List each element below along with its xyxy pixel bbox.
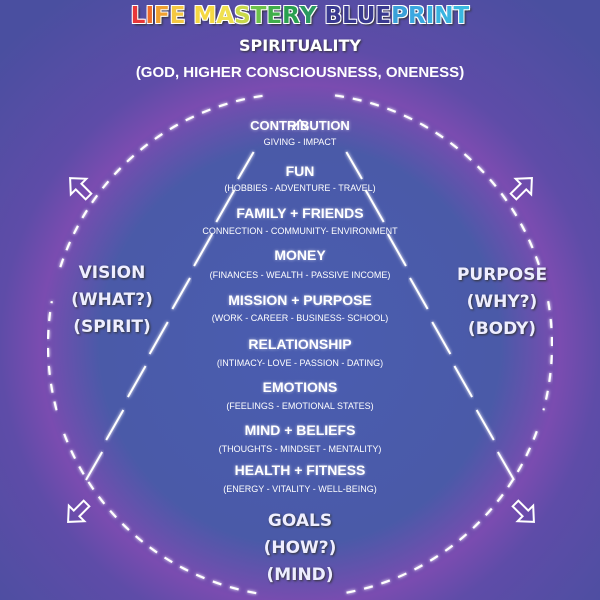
arrow-up-left-icon-shape bbox=[69, 177, 93, 201]
goals-title: GOALS bbox=[267, 511, 333, 531]
purpose-question: (WHY?) bbox=[466, 292, 538, 312]
level-title: MIND + BELIEFS bbox=[244, 422, 356, 438]
spirituality-subtitle: (GOD, HIGHER CONSCIOUSNESS, ONENESS) bbox=[135, 64, 465, 81]
vision-label: VISION (WHAT?) (SPIRIT) bbox=[62, 260, 162, 341]
goals-aspect: (MIND) bbox=[266, 565, 334, 585]
title-letter: P bbox=[391, 3, 408, 29]
title-letter: I bbox=[425, 3, 435, 29]
purpose-label: PURPOSE (WHY?) (BODY) bbox=[452, 262, 552, 343]
arrow-down-right-icon-shape bbox=[511, 499, 535, 523]
pyramid-left-edge bbox=[193, 233, 214, 267]
level-title: MONEY bbox=[274, 247, 326, 263]
purpose-aspect: (BODY) bbox=[467, 319, 537, 339]
pyramid-right-edge bbox=[496, 451, 515, 481]
pyramid-left-edge bbox=[171, 277, 191, 310]
title-letter: N bbox=[434, 3, 454, 29]
title-letter: F bbox=[154, 3, 170, 29]
title-letter: E bbox=[266, 3, 283, 29]
level-subtitle: (ENERGY - VITALITY - WELL-BEING) bbox=[223, 484, 377, 494]
page-title: LIFE MASTERY BLUEPRINT bbox=[0, 3, 600, 29]
arrow-down-right-icon bbox=[511, 499, 535, 523]
pyramid-left-edge bbox=[85, 451, 104, 481]
arrow-down-left-icon bbox=[67, 499, 91, 523]
pyramid-left-edge bbox=[148, 321, 169, 355]
level-subtitle: (HOBBIES - ADVENTURE - TRAVEL) bbox=[224, 183, 376, 193]
level-subtitle: (THOUGHTS - MINDSET - MENTALITY) bbox=[218, 444, 382, 454]
level-subtitle: (INTIMACY- LOVE - PASSION - DATING) bbox=[216, 358, 384, 368]
goals-label: GOALS (HOW?) (MIND) bbox=[250, 508, 350, 589]
title-letter: R bbox=[407, 3, 426, 29]
title-letter: L bbox=[130, 3, 146, 29]
arrow-up-left-icon bbox=[69, 177, 93, 201]
spirituality-heading: SPIRITUALITY bbox=[239, 36, 361, 55]
arrow-down-left-icon-shape bbox=[67, 499, 91, 523]
pyramid-right-edge bbox=[475, 409, 495, 441]
level-subtitle: (WORK - CAREER - BUSINESS- SCHOOL) bbox=[211, 313, 389, 323]
title-letter: R bbox=[282, 3, 300, 29]
level-title: FUN bbox=[285, 163, 315, 179]
title-letter: Y bbox=[299, 3, 325, 29]
arrow-up-right-icon-shape bbox=[509, 177, 533, 201]
title-letter: S bbox=[234, 3, 251, 29]
title-letter: T bbox=[250, 3, 267, 29]
pyramid-right-edge bbox=[345, 151, 363, 180]
title-letter: L bbox=[342, 3, 357, 29]
title-letter: E bbox=[169, 3, 194, 29]
pyramid-right-edge bbox=[409, 277, 429, 310]
title-letter: M bbox=[193, 3, 217, 29]
dashed-arc bbox=[542, 301, 554, 411]
title-letter: A bbox=[216, 3, 235, 29]
pyramid-right-edge bbox=[453, 365, 473, 398]
vision-title: VISION bbox=[78, 263, 146, 283]
level-title: EMOTIONS bbox=[262, 379, 338, 395]
arrow-up-right-icon bbox=[509, 177, 533, 201]
level-subtitle: (FINANCES - WEALTH - PASSIVE INCOME) bbox=[209, 270, 391, 280]
vision-question: (WHAT?) bbox=[71, 290, 153, 310]
title-letter: E bbox=[375, 3, 392, 29]
level-subtitle: CONNECTION - COMMUNITY- ENVIRONMENT bbox=[202, 226, 398, 236]
pyramid-right-edge bbox=[364, 189, 385, 223]
dashed-arc bbox=[334, 94, 541, 268]
pyramid-left-edge bbox=[215, 189, 236, 223]
arrow-up-icon bbox=[291, 118, 309, 131]
pyramid-left-edge bbox=[105, 409, 125, 441]
dashed-arc bbox=[62, 430, 257, 595]
purpose-title: PURPOSE bbox=[456, 265, 548, 285]
dashed-arc bbox=[59, 94, 266, 268]
level-title: FAMILY + FRIENDS bbox=[236, 205, 364, 221]
dashed-arc bbox=[46, 301, 58, 411]
level-title: MISSION + PURPOSE bbox=[228, 292, 372, 308]
dashed-arc bbox=[343, 430, 538, 595]
pyramid-right-edge bbox=[386, 233, 407, 267]
pyramid-left-edge bbox=[127, 365, 147, 398]
apex-title: CONTRIBUTION bbox=[250, 118, 350, 133]
pyramid-left-edge bbox=[237, 151, 255, 180]
title-letter: U bbox=[356, 3, 376, 29]
goals-question: (HOW?) bbox=[263, 538, 337, 558]
title-letter: B bbox=[324, 3, 343, 29]
vision-aspect: (SPIRIT) bbox=[73, 317, 151, 337]
level-title: HEALTH + FITNESS bbox=[234, 462, 366, 478]
apex-subtitle: GIVING - IMPACT bbox=[263, 137, 337, 147]
pyramid-right-edge bbox=[431, 321, 452, 355]
title-letter: I bbox=[145, 3, 154, 29]
level-title: RELATIONSHIP bbox=[248, 336, 352, 352]
title-letter: T bbox=[453, 3, 470, 29]
level-subtitle: (FEELINGS - EMOTIONAL STATES) bbox=[226, 401, 374, 411]
